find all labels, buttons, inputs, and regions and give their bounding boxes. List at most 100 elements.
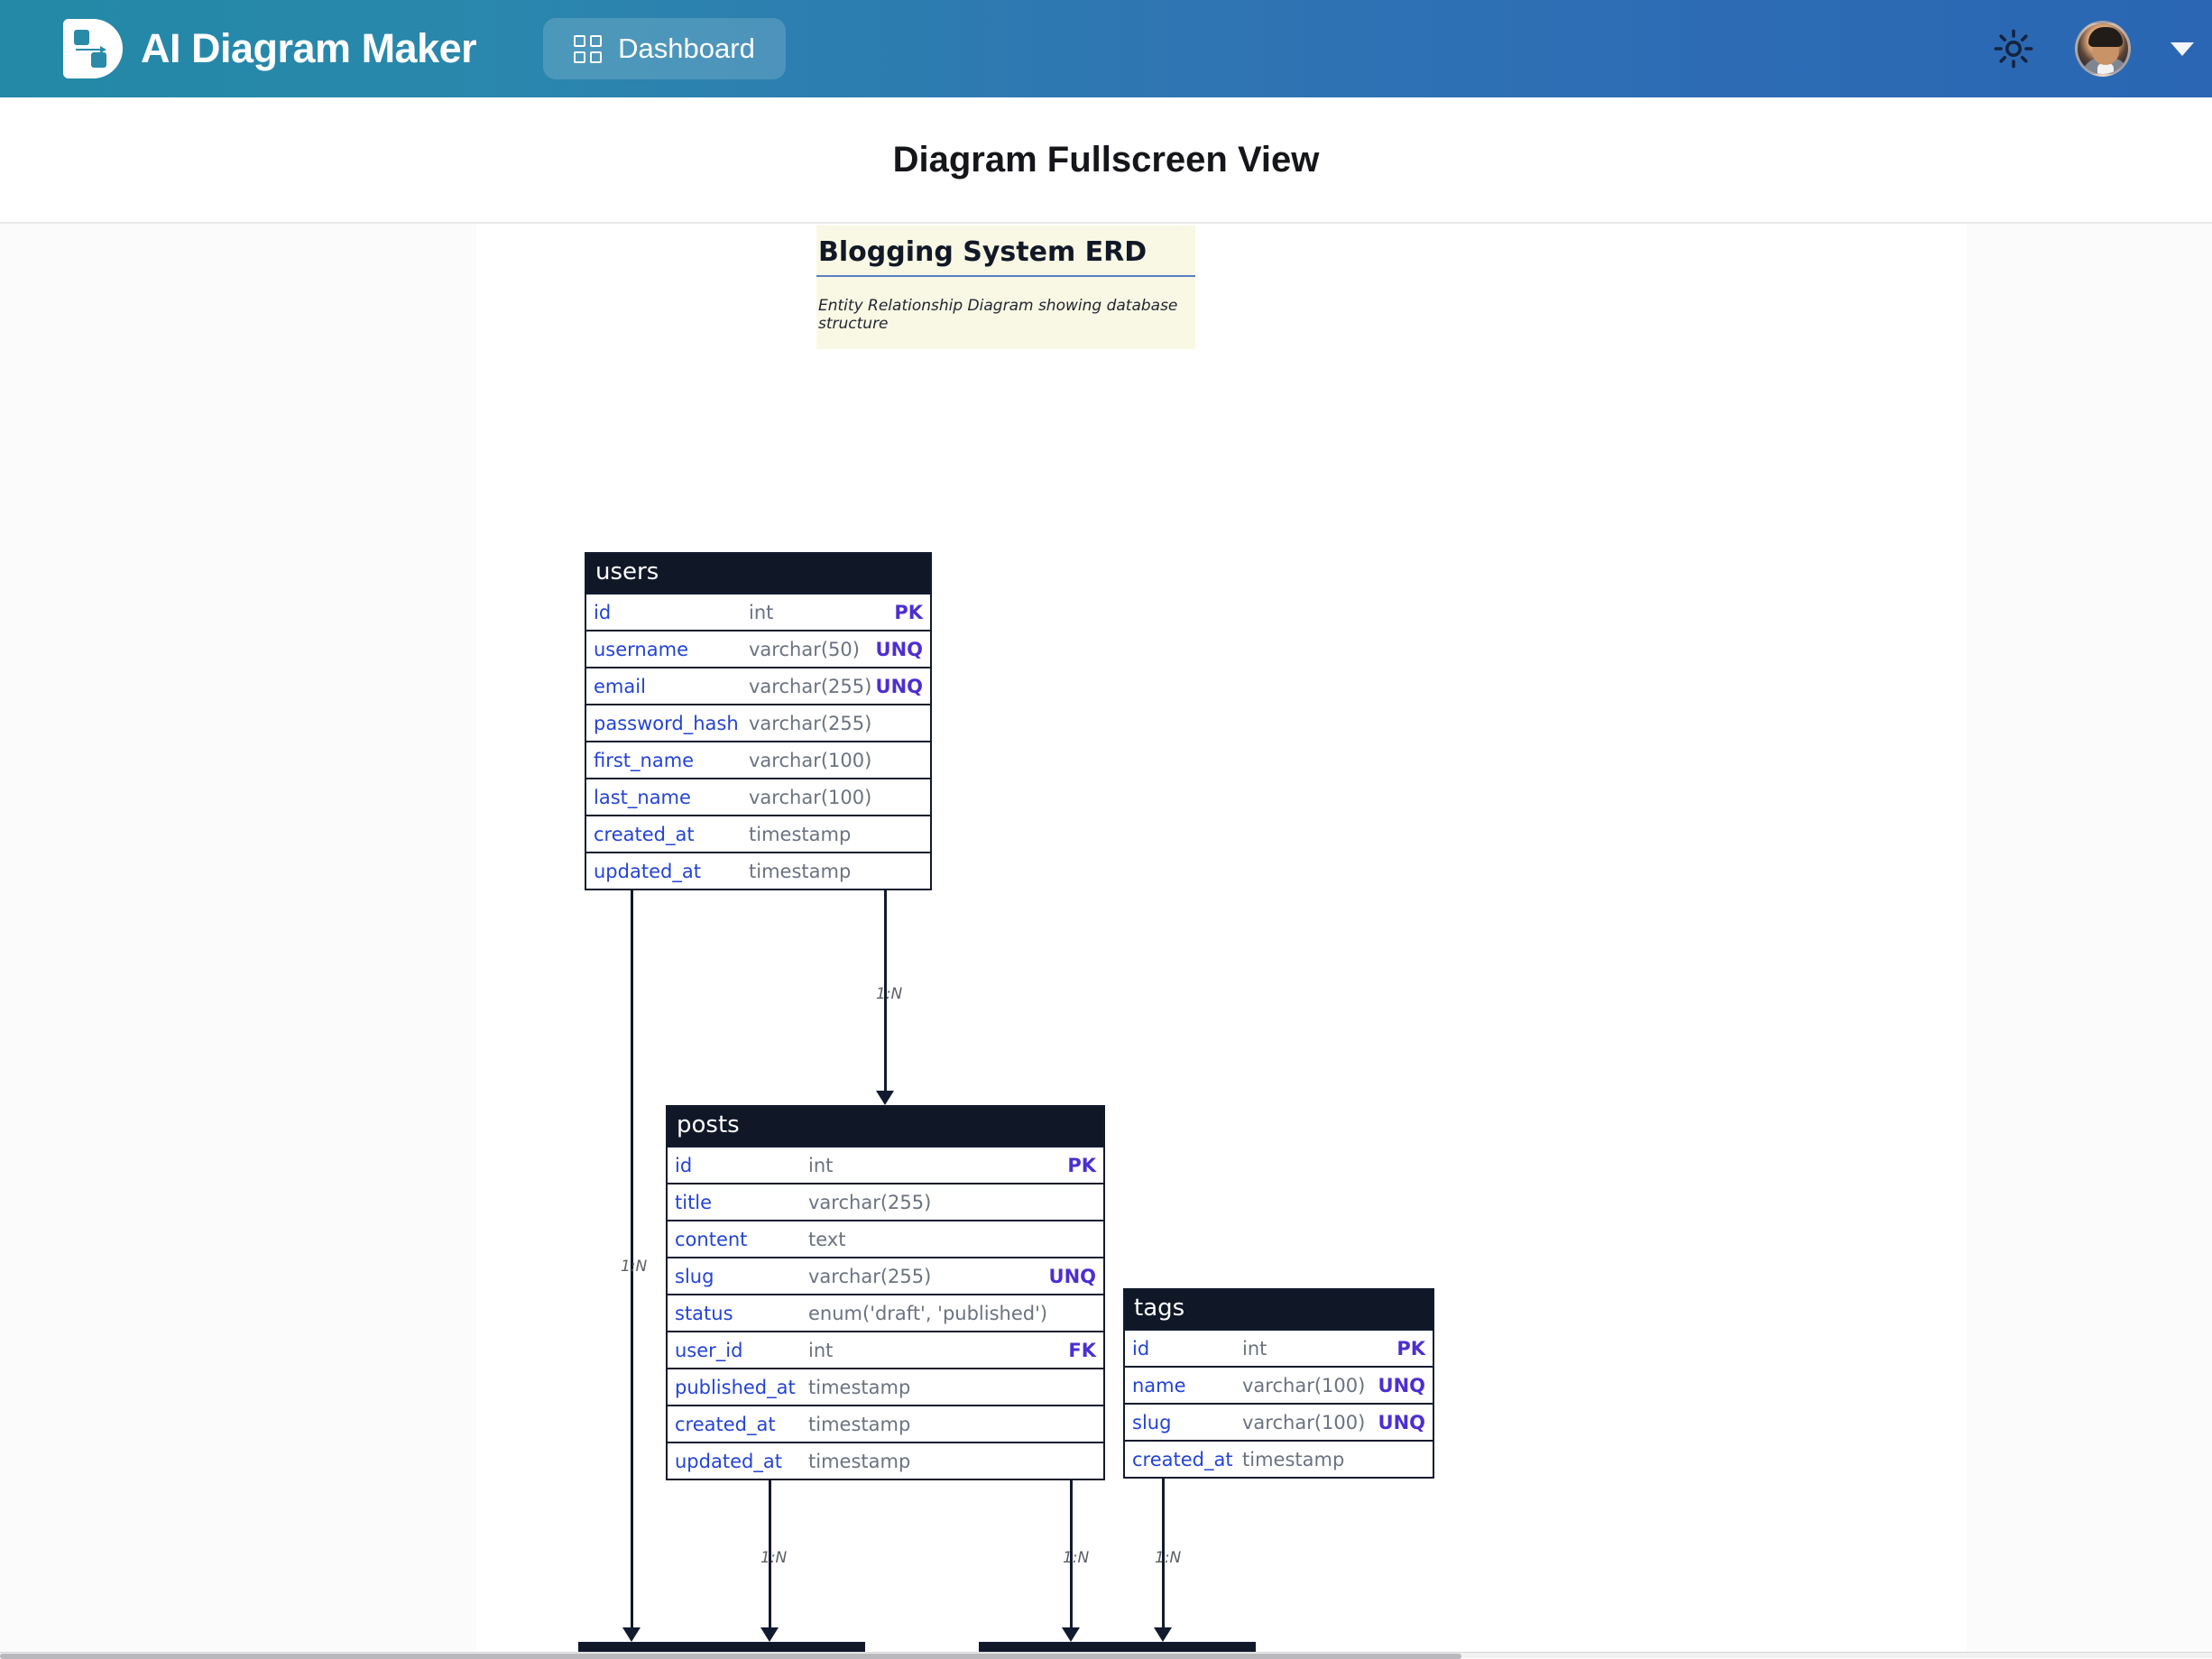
column-type: varchar(100) xyxy=(1242,1375,1365,1396)
table-row[interactable]: name varchar(100) UNQ xyxy=(1125,1366,1433,1403)
chevron-down-icon[interactable] xyxy=(2171,42,2194,56)
connector-label-tags-post-tags: 1:N xyxy=(1155,1549,1181,1567)
column-key: UNQ xyxy=(1049,1266,1096,1287)
table-row[interactable]: title varchar(255) xyxy=(668,1183,1103,1220)
column-type: varchar(50) xyxy=(749,639,860,660)
table-row[interactable]: created_at timestamp xyxy=(586,815,930,852)
column-name: slug xyxy=(675,1266,808,1287)
connector-label-posts-post-tags: 1:N xyxy=(1063,1549,1089,1567)
app-header: AI Diagram Maker Dashboard xyxy=(0,0,2212,97)
entity-users-title: users xyxy=(586,554,930,593)
dashboard-button-label: Dashboard xyxy=(618,32,755,65)
table-row[interactable]: email varchar(255) UNQ xyxy=(586,667,930,704)
table-row[interactable]: first_name varchar(100) xyxy=(586,741,930,778)
column-name: content xyxy=(675,1229,808,1250)
horizontal-scrollbar[interactable] xyxy=(0,1652,2212,1658)
entity-users[interactable]: users id int PK username varchar(50) UNQ… xyxy=(585,552,932,890)
diagram-canvas[interactable]: Blogging System ERD Entity Relationship … xyxy=(0,224,2212,1652)
table-row[interactable]: id int PK xyxy=(668,1146,1103,1183)
connector-arrow-posts-post-tags xyxy=(1062,1627,1080,1642)
table-row[interactable]: status enum('draft', 'published') xyxy=(668,1294,1103,1331)
table-row[interactable]: updated_at timestamp xyxy=(668,1442,1103,1479)
column-name: status xyxy=(675,1303,808,1324)
table-row[interactable]: id int PK xyxy=(1125,1329,1433,1366)
column-type: varchar(100) xyxy=(749,787,871,808)
column-key: PK xyxy=(894,602,923,623)
column-type: varchar(100) xyxy=(749,750,871,771)
horizontal-scrollbar-thumb[interactable] xyxy=(0,1654,1461,1659)
brand-title: AI Diagram Maker xyxy=(141,25,476,72)
column-type: timestamp xyxy=(808,1451,910,1472)
column-key: UNQ xyxy=(876,676,923,697)
diagram-title: Blogging System ERD xyxy=(816,236,1195,277)
table-row[interactable]: created_at timestamp xyxy=(668,1405,1103,1442)
entity-tags[interactable]: tags id int PK name varchar(100) UNQ slu… xyxy=(1123,1288,1434,1479)
column-type: timestamp xyxy=(1242,1449,1344,1470)
column-type: varchar(255) xyxy=(749,676,871,697)
avatar[interactable] xyxy=(2075,21,2131,77)
column-name: user_id xyxy=(675,1340,808,1361)
entity-comments[interactable]: comments id int PK content text post_id … xyxy=(578,1642,865,1652)
column-name: id xyxy=(594,602,749,623)
column-name: last_name xyxy=(594,787,749,808)
page-title: Diagram Fullscreen View xyxy=(893,140,1320,180)
column-name: id xyxy=(675,1155,808,1176)
column-type: varchar(100) xyxy=(1242,1412,1365,1433)
column-name: updated_at xyxy=(675,1451,808,1472)
dashboard-button[interactable]: Dashboard xyxy=(543,18,786,79)
column-type: varchar(255) xyxy=(749,713,871,734)
column-type: timestamp xyxy=(808,1377,910,1398)
column-name: first_name xyxy=(594,750,749,771)
sun-icon[interactable] xyxy=(1992,27,2035,70)
table-row[interactable]: user_id int FK xyxy=(668,1331,1103,1368)
column-key: PK xyxy=(1067,1155,1096,1176)
column-name: created_at xyxy=(675,1414,808,1435)
entity-posts-title: posts xyxy=(668,1107,1103,1146)
header-actions xyxy=(1992,21,2194,77)
column-type: varchar(255) xyxy=(808,1266,931,1287)
column-type: int xyxy=(1242,1338,1267,1359)
entity-comments-title: comments xyxy=(580,1644,863,1652)
table-row[interactable]: slug varchar(255) UNQ xyxy=(668,1257,1103,1294)
connector-label-users-comments: 1:N xyxy=(621,1258,647,1276)
column-key: UNQ xyxy=(1378,1412,1425,1433)
column-key: UNQ xyxy=(1378,1375,1425,1396)
column-name: published_at xyxy=(675,1377,808,1398)
column-key: UNQ xyxy=(876,639,923,660)
entity-posts[interactable]: posts id int PK title varchar(255) conte… xyxy=(666,1105,1105,1480)
connector-label-posts-comments: 1:N xyxy=(760,1549,787,1567)
column-name: username xyxy=(594,639,749,660)
diagram-logo-icon xyxy=(63,19,123,78)
table-row[interactable]: created_at timestamp xyxy=(1125,1440,1433,1477)
diagram-subtitle: Entity Relationship Diagram showing data… xyxy=(816,277,1195,336)
table-row[interactable]: id int PK xyxy=(586,593,930,630)
brand[interactable]: AI Diagram Maker xyxy=(63,19,476,78)
column-type: text xyxy=(808,1229,845,1250)
table-row[interactable]: content text xyxy=(668,1220,1103,1257)
diagram-heading: Blogging System ERD Entity Relationship … xyxy=(816,226,1195,349)
connector-arrow-tags-post-tags xyxy=(1154,1627,1172,1642)
column-type: timestamp xyxy=(808,1414,910,1435)
table-row[interactable]: last_name varchar(100) xyxy=(586,778,930,815)
column-name: email xyxy=(594,676,749,697)
column-name: password_hash xyxy=(594,713,749,734)
column-name: updated_at xyxy=(594,861,749,882)
column-key: FK xyxy=(1068,1340,1096,1361)
entity-post-tags[interactable]: post_tags post_id int FK tag_id int FK c… xyxy=(979,1642,1256,1652)
connector-arrow-users-posts xyxy=(876,1091,894,1105)
page-title-bar: Diagram Fullscreen View xyxy=(0,97,2212,224)
column-type: varchar(255) xyxy=(808,1192,931,1213)
column-type: int xyxy=(808,1155,833,1176)
table-row[interactable]: password_hash varchar(255) xyxy=(586,704,930,741)
table-row[interactable]: published_at timestamp xyxy=(668,1368,1103,1405)
table-row[interactable]: slug varchar(100) UNQ xyxy=(1125,1403,1433,1440)
column-type: int xyxy=(749,602,773,623)
column-name: id xyxy=(1132,1338,1242,1359)
connector-arrow-users-comments xyxy=(622,1627,641,1642)
column-type: timestamp xyxy=(749,824,851,845)
table-row[interactable]: updated_at timestamp xyxy=(586,852,930,889)
table-row[interactable]: username varchar(50) UNQ xyxy=(586,630,930,667)
column-name: title xyxy=(675,1192,808,1213)
connector-label-users-posts: 1:N xyxy=(876,985,902,1003)
column-name: created_at xyxy=(594,824,749,845)
